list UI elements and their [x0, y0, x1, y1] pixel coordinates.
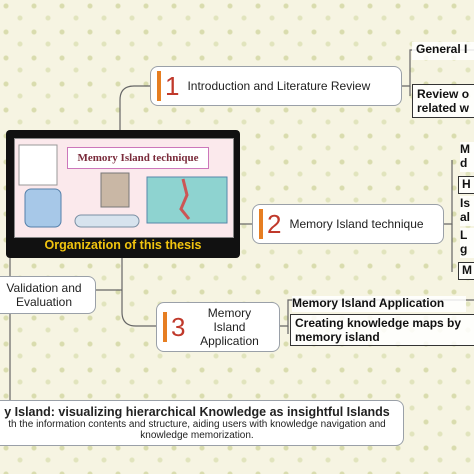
branch-2-node[interactable]: 2 Memory Island technique — [252, 204, 444, 244]
summary-line: th the information contents and structur… — [8, 419, 386, 430]
thumbnail-graphic — [18, 144, 228, 228]
branch2-leaf-2[interactable]: H — [458, 176, 474, 194]
branch-label: Memory Island technique — [289, 217, 424, 231]
branch-number: 3 — [171, 312, 186, 342]
branch-label: Introduction and Literature Review — [187, 79, 371, 93]
thumbnail-title: Memory Island technique — [67, 147, 209, 169]
branch-1-node[interactable]: 1 Introduction and Literature Review — [150, 66, 402, 106]
summary-title: y Island: visualizing hierarchical Knowl… — [4, 405, 390, 419]
branch-3-node[interactable]: 3 Memory Island Application — [156, 302, 280, 352]
summary-line: knowledge memorization. — [140, 430, 254, 441]
branch1-leaf-2[interactable]: Review o related w — [412, 84, 474, 118]
branch3-leaf-1[interactable]: Memory Island Application — [292, 296, 466, 312]
branch3-leaf-2[interactable]: Creating knowledge maps by memory island — [290, 314, 474, 346]
branch-number: 1 — [165, 71, 180, 101]
validation-node[interactable]: Validation and Evaluation — [0, 276, 96, 314]
central-topic[interactable]: Memory Island technique Organization of … — [6, 130, 240, 258]
thesis-thumbnail: Memory Island technique — [14, 138, 234, 238]
branch2-leaf-3[interactable]: Is al — [460, 196, 474, 226]
accent-bar — [157, 71, 161, 101]
branch2-leaf-5[interactable]: M — [458, 262, 474, 280]
central-caption: Organization of this thesis — [44, 238, 202, 252]
accent-bar — [259, 209, 263, 239]
bottom-summary-node[interactable]: y Island: visualizing hierarchical Knowl… — [0, 400, 404, 446]
branch2-leaf-4[interactable]: L g — [460, 228, 474, 258]
accent-bar — [163, 312, 167, 342]
branch1-leaf-1[interactable]: General I — [412, 42, 474, 60]
validation-label: Validation and Evaluation — [6, 281, 82, 309]
branch2-leaf-1[interactable]: M d — [460, 142, 474, 172]
branch-label: Memory Island Application — [200, 306, 259, 348]
branch-number: 2 — [267, 209, 282, 239]
